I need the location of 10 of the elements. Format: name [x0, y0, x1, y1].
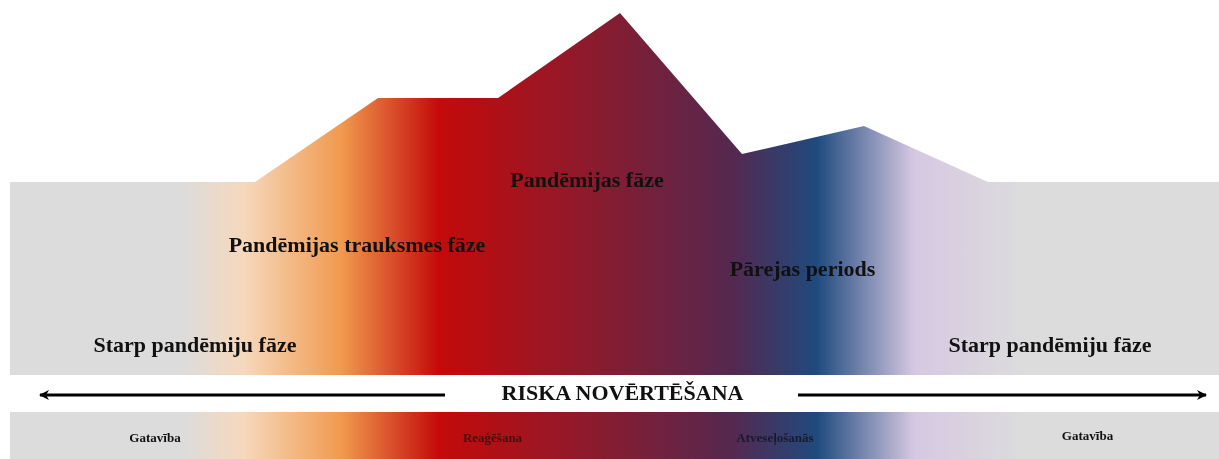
stage-label: Gatavība [1060, 428, 1115, 444]
stage-label: Reaģēšana [461, 430, 524, 446]
phase-label: Starp pandēmiju fāze [947, 332, 1153, 359]
axis-title: RISKA NOVĒRTĒŠANA [500, 380, 745, 407]
phase-label: Pandēmijas trauksmes fāze [227, 232, 487, 259]
phase-label: Pandēmijas fāze [509, 167, 665, 194]
stage-label: Gatavība [128, 430, 182, 446]
stage-label: Atveseļošanās [735, 430, 815, 446]
phase-label: Pārejas periods [728, 256, 877, 283]
phase-label: Starp pandēmiju fāze [92, 332, 298, 359]
